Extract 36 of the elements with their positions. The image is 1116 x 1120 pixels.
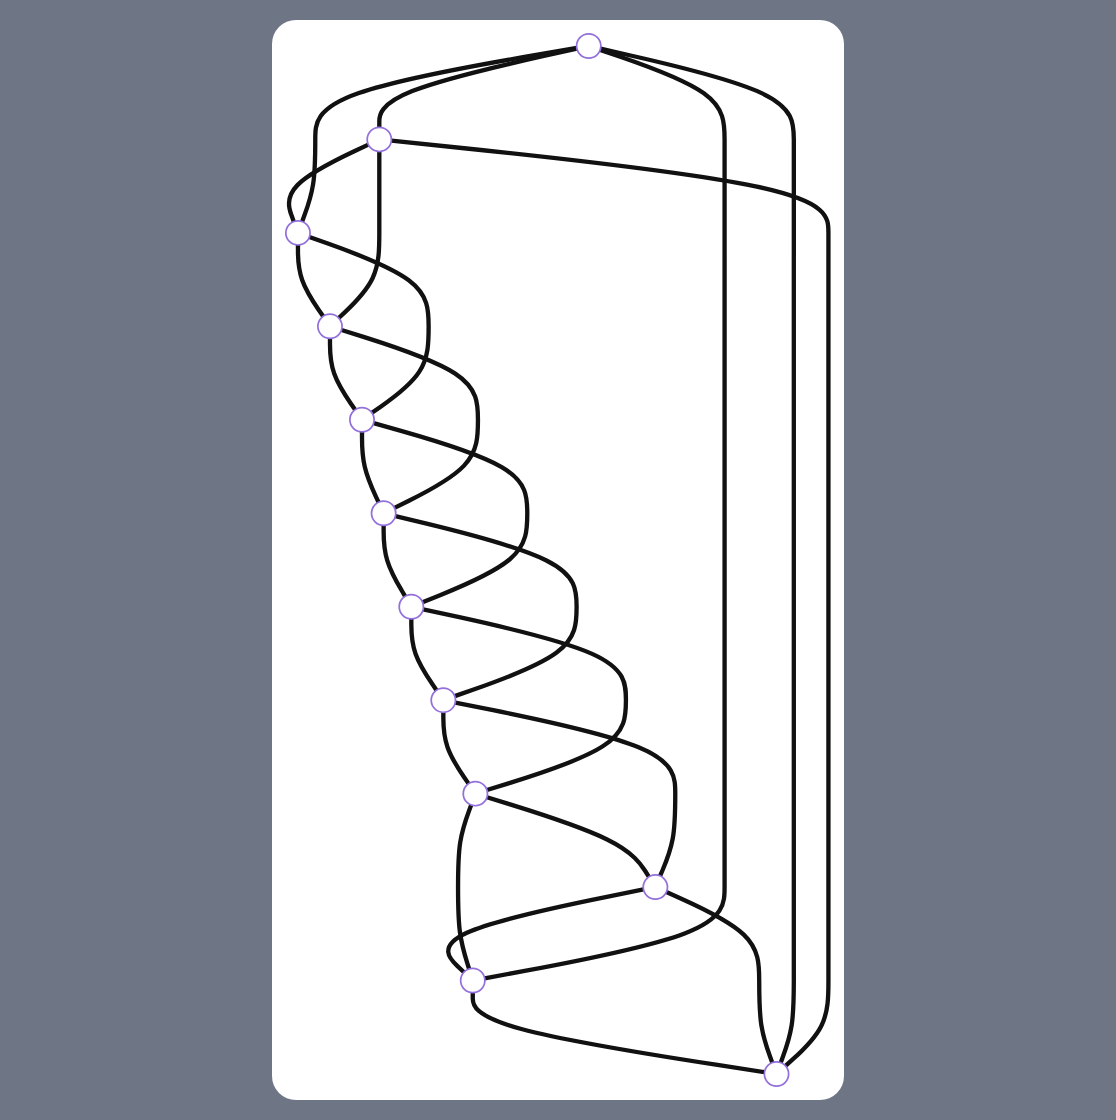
connecting-line (373, 421, 531, 605)
connecting-line (442, 712, 472, 785)
graph-vertex-dot (371, 500, 398, 527)
connecting-line (395, 514, 580, 699)
connecting-line (341, 327, 481, 510)
connecting-line (600, 46, 797, 1064)
graph-vertex-dot (463, 780, 490, 807)
connecting-line (391, 138, 832, 1068)
connecting-line (471, 992, 766, 1075)
graph-vertex-dot (576, 33, 603, 59)
connecting-line (360, 431, 382, 504)
graph-vertex-dot (349, 406, 376, 433)
connecting-line (309, 234, 432, 415)
connecting-line (455, 700, 679, 877)
graph-vertex-dot (460, 967, 487, 994)
connecting-line (423, 607, 629, 793)
connecting-line (447, 887, 645, 974)
connecting-line (296, 245, 326, 318)
graph-vertex-dot (317, 313, 344, 340)
connecting-line (382, 525, 408, 598)
connecting-line (301, 45, 578, 223)
graph-vertex-dot (764, 1061, 791, 1087)
graph-vertex-dot (431, 687, 458, 714)
connecting-line (328, 338, 358, 412)
connecting-line (487, 795, 652, 878)
connecting-line (338, 151, 383, 320)
connecting-line (666, 890, 776, 1064)
graph-vertex-dot (643, 874, 670, 901)
graph-vertex-dot (285, 219, 312, 246)
graph-vertex-dot (399, 593, 426, 620)
connecting-line (410, 618, 440, 692)
connecting-line (456, 804, 475, 970)
connecting-line (378, 46, 579, 128)
connecting-line (485, 47, 728, 981)
connecting-line (287, 142, 371, 223)
graph-vertex-dot (367, 126, 394, 153)
